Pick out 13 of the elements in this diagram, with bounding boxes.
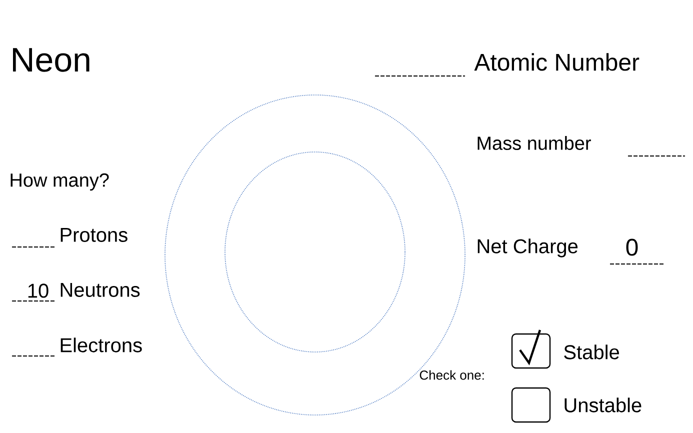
question-text: How many? bbox=[10, 173, 109, 191]
instruction-text: Check one: bbox=[420, 370, 484, 380]
field-label: Electrons bbox=[60, 338, 142, 352]
field-label: Net Charge bbox=[478, 238, 578, 258]
option-label: Stable bbox=[564, 344, 619, 360]
title: Neon bbox=[13, 48, 90, 72]
option-label: Unstable bbox=[564, 398, 642, 412]
field-label: Neutrons bbox=[60, 283, 140, 297]
field-label: Mass number bbox=[478, 136, 591, 150]
answer-value: 0 bbox=[626, 238, 638, 256]
field-label: Protons bbox=[60, 228, 128, 242]
field-label: Atomic Number bbox=[474, 53, 640, 71]
answer-value: 10 bbox=[28, 284, 48, 298]
